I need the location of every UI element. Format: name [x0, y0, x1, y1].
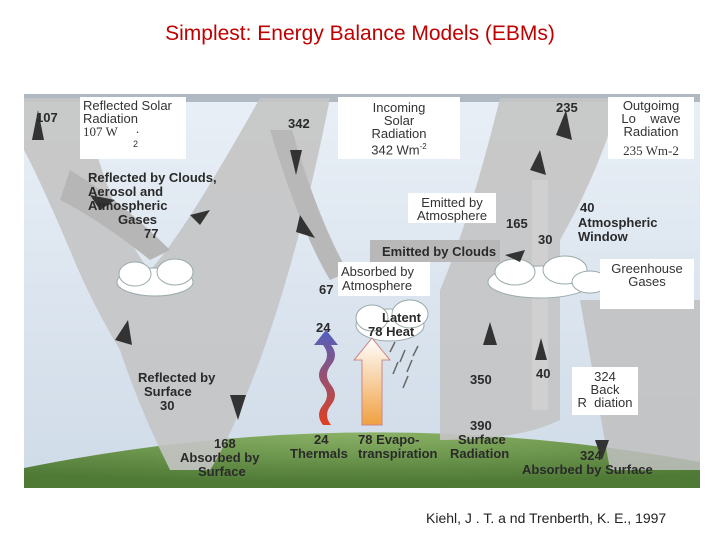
greenhouse-line1: Greenhouse [611, 261, 683, 276]
absorbed-atm-line1: Absorbed by [341, 264, 414, 279]
absorbed-atmosphere-box: Absorbed by Atmosphere [338, 262, 430, 296]
greenhouse-gases-box: Greenhouse Gases [600, 259, 694, 309]
thermals-arrow [314, 330, 338, 425]
emitted-atmosphere-box: Emitted by Atmosphere [408, 193, 496, 223]
value-67: 67 [319, 282, 333, 297]
reflected-solar-box: Reflected Solar Radiation 107 W · 2 [80, 97, 186, 159]
value-107: 107 [36, 110, 58, 125]
incoming-line1: Incoming [372, 100, 426, 115]
latent-heat-arrow [352, 337, 392, 426]
value-168: 168 [214, 436, 236, 451]
back-radiation-box: 324 Back R diation [572, 367, 638, 415]
arrow-refl-surface [115, 320, 132, 345]
cloud-reflect-band [60, 170, 170, 260]
surf-rad-line1: Surface [458, 432, 506, 447]
incoming-line4: 342 Wm [371, 142, 420, 158]
reflected-solar-dot: · [135, 124, 140, 139]
reflected-solar-sup: 2 [133, 139, 139, 149]
value-77: 77 [144, 226, 158, 241]
atm-window-line2: Window [578, 229, 629, 244]
thermals-line2: Thermals [290, 446, 348, 461]
value-165: 165 [506, 216, 528, 231]
emitted-clouds-band [370, 240, 500, 262]
incoming-line2: Solar [383, 113, 415, 128]
reflected-solar-line2: Radiation [83, 111, 138, 126]
value-324: 324 [580, 448, 602, 463]
direction-arrows [32, 110, 609, 460]
abs-by-surface-label: Absorbed by Surface [522, 462, 653, 477]
slide-title: Simplest: Energy Balance Models (EBMs) [165, 22, 555, 45]
value-342: 342 [288, 116, 310, 131]
refl-surface-line1: Reflected by [138, 370, 216, 385]
refl-surface-line2: Surface [144, 384, 192, 399]
arrow-77 [296, 215, 315, 238]
outgoing-line3: Radiation [623, 124, 679, 139]
refl-clouds-line1: Reflected by Clouds, [88, 170, 217, 185]
arrow-168 [230, 395, 246, 420]
rain-streaks [389, 341, 419, 389]
atm-window-line1: Atmospheric [578, 215, 657, 230]
arrow-back-rad [595, 440, 609, 460]
outgoing-longwave-box: Outgoimg Lo wave Radiation 235 Wm-2 [608, 97, 694, 159]
outgoing-line1: Outgoimg [622, 98, 680, 113]
evapo-line2: transpiration [358, 446, 438, 461]
abs-surface-line2: Surface [198, 464, 246, 479]
emitted-clouds-label: Emitted by Clouds [382, 244, 496, 259]
absorbed-atm-line2: Atmosphere [342, 278, 413, 293]
absorbed-band [270, 130, 348, 280]
arrow-107 [32, 110, 44, 140]
incoming-sup: -2 [419, 142, 427, 151]
arrow-342 [290, 150, 302, 175]
arrow-165 [530, 150, 546, 175]
arrow-refl-cloud-2 [190, 210, 210, 225]
cloud-left [116, 258, 194, 297]
back-line3: R diation [577, 395, 633, 410]
refl-clouds-line2: Aerosol and [88, 184, 163, 199]
surf-rad-line2: Radiation [450, 446, 509, 461]
refl-surface-line3: 30 [160, 398, 174, 413]
latent-line1: Latent [382, 310, 422, 325]
refl-clouds-line4: Gases [118, 212, 157, 227]
arrow-emit-clouds [505, 250, 525, 262]
outgoing-line4: 235 Wm-2 [623, 143, 679, 158]
arrow-350 [483, 322, 497, 345]
value-30-window: 30 [538, 232, 552, 247]
refl-clouds-line3: Atmospheric [88, 198, 167, 213]
value-235: 235 [556, 100, 578, 115]
value-390: 390 [470, 418, 492, 433]
arrow-235 [556, 110, 572, 140]
abs-surface-line1: Absorbed by [180, 450, 260, 465]
reflected-solar-line1: Reflected Solar [83, 98, 172, 113]
incoming-line3: Radiation [371, 126, 427, 141]
emitted-atm-line1: Emitted by [421, 195, 483, 210]
back-radiation-band [580, 300, 700, 470]
cloud-right [487, 255, 609, 299]
outgoing-line2: Lo wave [621, 111, 681, 126]
greenhouse-line2: Gases [628, 274, 666, 289]
back-line1: 324 [594, 369, 616, 384]
emitted-atm-line2: Atmosphere [416, 208, 488, 223]
value-24-top: 24 [316, 320, 331, 335]
value-350: 350 [470, 372, 492, 387]
cloud-middle [355, 299, 429, 342]
incoming-solar-box: Incoming Solar Radiation 342 Wm-2 [338, 97, 460, 159]
latent-line2: 78 Heat [368, 324, 415, 339]
reflected-solar-value: 107 W [83, 124, 118, 139]
value-40-bottom: 40 [536, 366, 550, 381]
value-40-window: 40 [580, 200, 594, 215]
thermals-line1: 24 [314, 432, 329, 447]
back-line2: Back [590, 382, 620, 397]
citation: Kiehl, J . T. a nd Trenberth, K. E., 199… [426, 510, 667, 526]
evapo-line1: 78 Evapo- [358, 432, 419, 447]
arrow-refl-cloud [90, 195, 115, 210]
arrow-40b [535, 338, 547, 360]
